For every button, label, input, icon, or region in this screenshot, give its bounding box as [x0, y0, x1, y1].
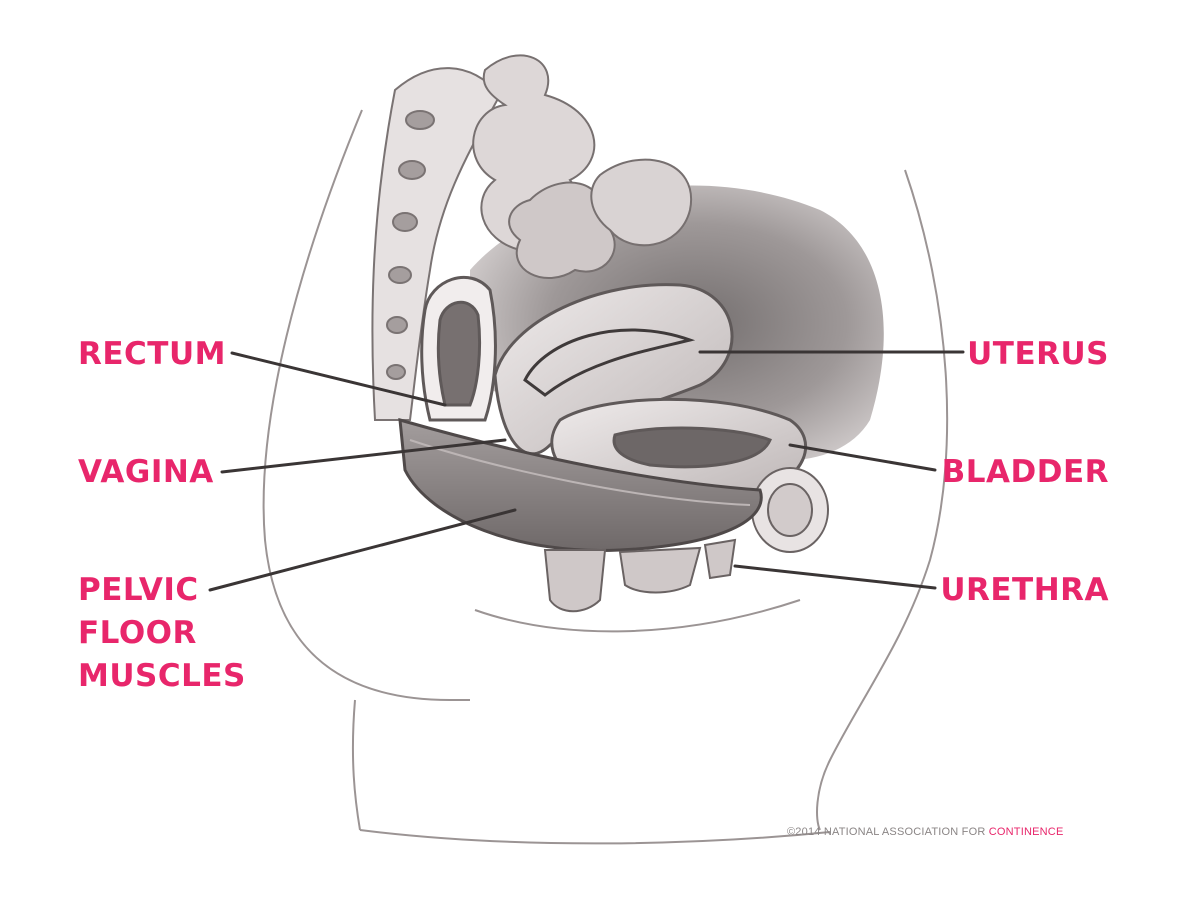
credit-accent: CONTINENCE — [988, 826, 1064, 838]
sacrum-spine — [371, 67, 502, 421]
ovary — [590, 158, 693, 247]
pelvic-floor-label-line-1: PELVIC — [78, 572, 199, 608]
credit-text: ©2014 NATIONAL ASSOCIATION FOR — [787, 826, 989, 838]
bladder-leader-line — [788, 443, 937, 472]
body-outline — [262, 109, 949, 845]
urethra-leader-line — [733, 564, 937, 590]
pelvic-floor-label-line-2: FLOOR — [78, 615, 197, 651]
pelvic-floor-leader-line — [208, 508, 517, 592]
pubic-bone — [751, 467, 829, 553]
leader-lines — [208, 350, 965, 592]
bladder-label: BLADDER — [941, 454, 1109, 490]
rectum-label: RECTUM — [78, 336, 226, 372]
copyright-credit: ©2014 NATIONAL ASSOCIATION FOR CONTINENC… — [787, 826, 1064, 838]
urethra-label: URETHRA — [940, 572, 1109, 608]
rectum-organ — [420, 275, 497, 422]
intestines — [472, 54, 616, 280]
perineum-structures — [543, 538, 737, 613]
vagina-leader-line — [220, 438, 507, 474]
vagina-label: VAGINA — [78, 454, 214, 490]
rectum-leader-line — [230, 351, 447, 407]
uterus-label: UTERUS — [967, 336, 1109, 372]
pelvic-floor-label-line-3: MUSCLES — [78, 658, 246, 694]
